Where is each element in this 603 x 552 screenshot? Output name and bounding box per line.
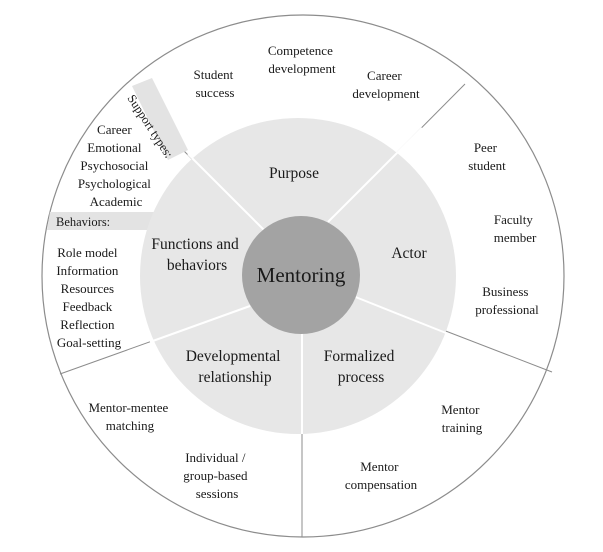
developmental-relationship-line-2: relationship [198, 369, 271, 386]
behaviors-list: Role model Information Resources Feedbac… [56, 245, 121, 350]
business-professional-text: Business professional [475, 284, 539, 317]
behavior-item: Goal-setting [57, 335, 122, 350]
competence-development-line-1: Competence [268, 43, 333, 58]
functions-behaviors-line-2: behaviors [167, 257, 227, 274]
business-professional-line-1: Business [482, 284, 528, 299]
formalized-process-label: Formalized process [324, 348, 398, 386]
mentor-mentee-matching-text: Mentor-mentee matching [88, 400, 171, 433]
center-circle [242, 216, 360, 334]
support-type-item: Emotional [87, 140, 142, 155]
individual-group-sessions-line-2: group-based [183, 468, 248, 483]
student-success-text: Student success [194, 67, 237, 100]
business-professional-line-2: professional [475, 302, 539, 317]
behaviors-band: Behaviors: [47, 212, 164, 230]
support-type-item: Psychological [78, 176, 151, 191]
individual-group-sessions-line-3: sessions [196, 486, 239, 501]
mentor-compensation-text: Mentor compensation [345, 459, 418, 492]
student-success-line-1: Student [194, 67, 234, 82]
inner-divider-functions-purpose [187, 153, 267, 233]
developmental-relationship-label: Developmental relationship [186, 348, 285, 386]
support-type-item: Academic [90, 194, 143, 209]
purpose-label: Purpose [269, 165, 319, 182]
actor-label: Actor [391, 245, 427, 262]
competence-development-text: Competence development [268, 43, 336, 76]
support-type-item: Career [97, 122, 132, 137]
mentor-training-line-2: training [442, 420, 483, 435]
mentor-compensation-line-1: Mentor [360, 459, 399, 474]
inner-divider-actor-process [352, 295, 447, 334]
behavior-item: Resources [61, 281, 114, 296]
career-development-text: Career development [352, 68, 420, 101]
behavior-item: Information [56, 263, 119, 278]
peer-student-line-1: Peer [474, 140, 498, 155]
behavior-item: Role model [57, 245, 118, 260]
mentor-training-line-1: Mentor [441, 402, 480, 417]
functions-behaviors-line-1: Functions and [151, 236, 239, 253]
faculty-member-line-1: Faculty [494, 212, 533, 227]
mentor-mentee-matching-line-1: Mentor-mentee [88, 400, 168, 415]
mentor-training-text: Mentor training [441, 402, 483, 435]
individual-group-sessions-line-1: Individual / [185, 450, 246, 465]
center-label: Mentoring [257, 263, 346, 287]
inner-divider-purpose-actor [327, 127, 423, 223]
formalized-process-line-2: process [338, 369, 385, 386]
individual-group-sessions-text: Individual / group-based sessions [183, 450, 251, 501]
behavior-item: Feedback [62, 299, 112, 314]
formalized-process-line-1: Formalized [324, 348, 395, 365]
mentor-compensation-line-2: compensation [345, 477, 418, 492]
career-development-line-2: development [352, 86, 420, 101]
faculty-member-line-2: member [494, 230, 537, 245]
behavior-item: Reflection [60, 317, 115, 332]
competence-development-line-2: development [268, 61, 336, 76]
mentor-mentee-matching-line-2: matching [106, 418, 155, 433]
faculty-member-text: Faculty member [494, 212, 537, 245]
peer-student-line-2: student [468, 158, 506, 173]
developmental-relationship-line-1: Developmental [186, 348, 281, 365]
student-success-line-2: success [196, 85, 235, 100]
functions-behaviors-label: Functions and behaviors [151, 236, 242, 274]
peer-student-text: Peer student [468, 140, 506, 173]
career-development-line-1: Career [367, 68, 402, 83]
support-types-list: Career Emotional Psychosocial Psychologi… [78, 122, 154, 209]
behaviors-label: Behaviors: [56, 215, 110, 229]
support-type-item: Psychosocial [80, 158, 148, 173]
inner-divider-relationship-functions [149, 305, 251, 343]
